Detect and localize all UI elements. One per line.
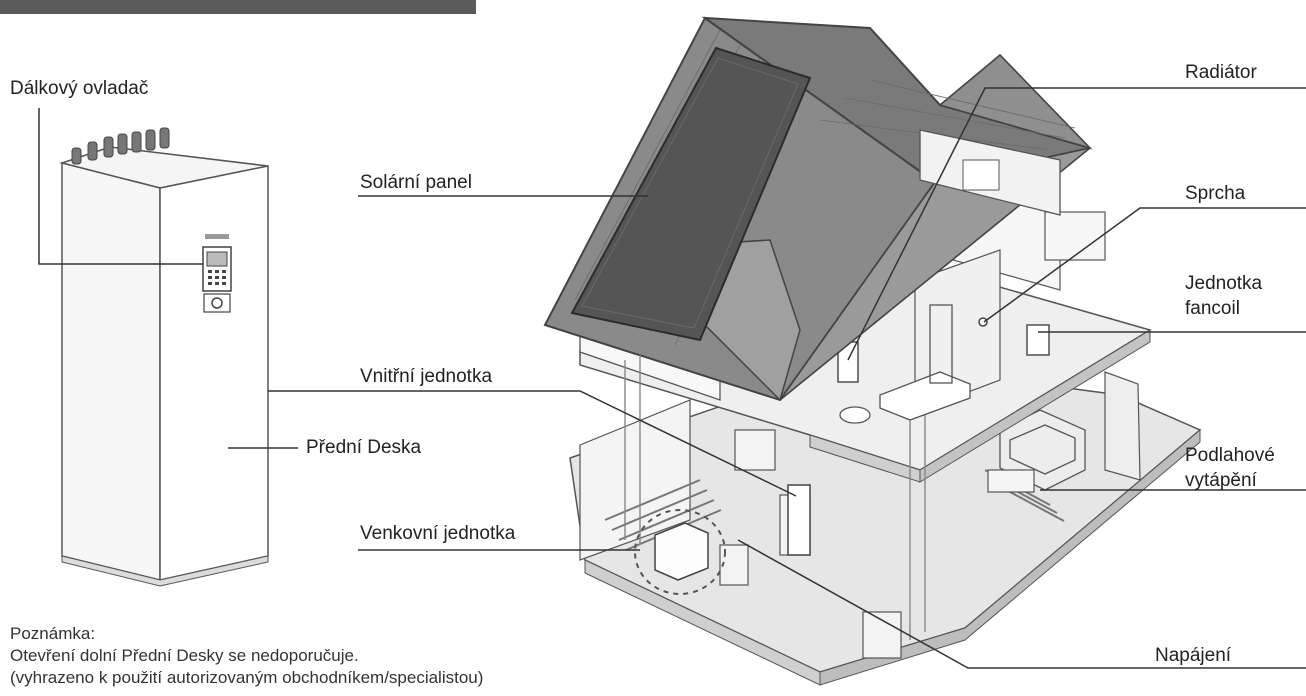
leader-indoor-unit: [268, 390, 797, 497]
header-bar: [0, 0, 476, 14]
leader-power-supply: [737, 539, 1306, 669]
label-indoor-unit: Vnitřní jednotka: [360, 366, 493, 387]
label-floor-heating-line1: Podlahové: [1185, 445, 1275, 466]
label-fancoil-unit-line2: fancoil: [1185, 298, 1240, 319]
leader-shower: [983, 207, 1306, 323]
label-outdoor-unit: Venkovní jednotka: [360, 523, 516, 544]
leader-lines: [38, 87, 1306, 669]
label-fancoil-unit-line1: Jednotka: [1185, 273, 1263, 294]
leader-radiator: [847, 87, 1306, 361]
note-block: Poznámka: Otevření dolní Přední Desky se…: [10, 623, 483, 689]
label-solar-panel: Solární panel: [360, 172, 472, 193]
label-front-panel: Přední Deska: [306, 437, 422, 458]
label-remote-controller: Dálkový ovladač: [10, 78, 149, 99]
note-line-2: (vyhrazeno k použití autorizovaným obcho…: [10, 668, 484, 687]
label-radiator: Radiátor: [1185, 62, 1257, 83]
label-floor-heating-line2: vytápění: [1185, 470, 1257, 491]
house-illustration: [543, 16, 1202, 686]
indoor-unit-illustration: [59, 127, 269, 587]
label-shower: Sprcha: [1185, 183, 1246, 204]
note-line-1: Otevření dolní Přední Desky se nedoporuč…: [10, 646, 359, 665]
note-title: Poznámka:: [10, 624, 96, 643]
label-power-supply: Napájení: [1155, 645, 1232, 666]
leader-remote-controller: [38, 108, 203, 265]
